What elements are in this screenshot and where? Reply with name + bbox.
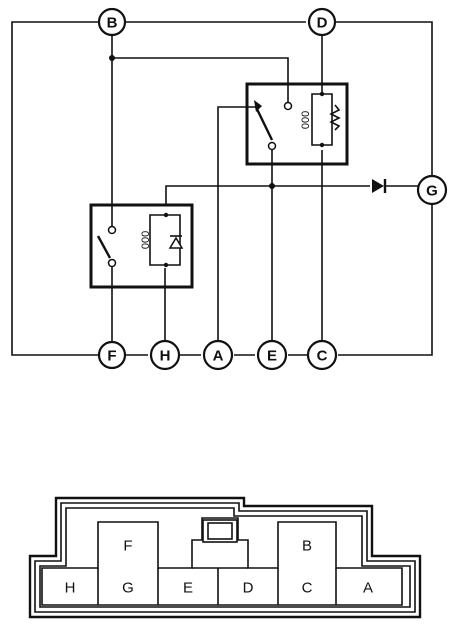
terminal-b: B (97, 7, 127, 37)
right-relay: 000 (245, 82, 349, 166)
left-coil-symbol: 000 (140, 231, 152, 249)
left-relay: 000 (89, 203, 194, 289)
connector-pin-b: B (302, 538, 312, 555)
terminal-d: D (307, 7, 337, 37)
schematic-wiring (11, 21, 433, 356)
terminal-b-label: B (107, 15, 118, 32)
connector-pin-e: E (183, 580, 193, 597)
terminal-h-label: H (160, 348, 171, 365)
terminal-h: H (149, 339, 181, 371)
terminal-a: A (202, 339, 234, 371)
connector-pin-a: A (363, 580, 373, 597)
g-line-diode (372, 179, 387, 193)
junction-dots (109, 55, 275, 189)
terminal-c: C (306, 339, 338, 371)
connector-pin-g: G (122, 580, 134, 597)
connector-pin-d: D (243, 580, 254, 597)
terminal-f: F (97, 340, 127, 370)
terminal-a-label: A (213, 348, 224, 365)
terminal-f-label: F (107, 348, 116, 365)
terminal-g: G (416, 174, 448, 206)
terminal-e: E (256, 339, 288, 371)
connector-pin-h: H (65, 580, 76, 597)
connector-pin-c: C (302, 580, 313, 597)
right-coil-symbol: 000 (300, 111, 312, 129)
terminal-d-label: D (317, 15, 328, 32)
terminal-g-label: G (426, 183, 438, 200)
connector-pin-f: F (123, 538, 132, 555)
terminal-e-label: E (267, 348, 277, 365)
terminal-c-label: C (317, 348, 328, 365)
connector-face: F B H G E D C A (28, 496, 422, 619)
